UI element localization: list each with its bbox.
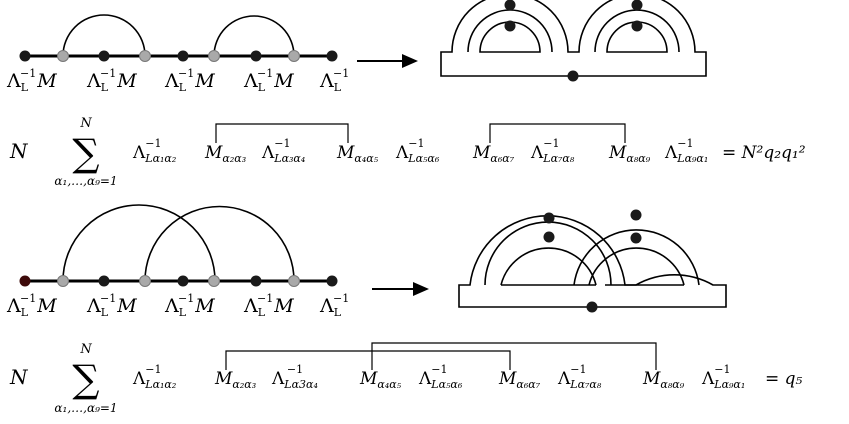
chain-label: ΛL−1M: [164, 67, 215, 94]
top-chain-nodes: [19, 50, 338, 62]
top-arc-1: [62, 14, 146, 57]
factor-lambda: ΛLα₅α₆−1: [418, 363, 463, 391]
factor-m: Mα₄α₅: [336, 143, 379, 165]
bottom-arrow-head: [413, 282, 429, 296]
bottom-arc-2: [144, 205, 295, 282]
factor-m: Mα₆α₇: [472, 143, 515, 165]
chain-node-m: [208, 50, 220, 62]
sum-sign: ∑: [72, 357, 99, 401]
chain-label: ΛL−1M: [243, 67, 294, 94]
ribbon-arc-2-inner: [573, 229, 700, 286]
ribbon-loop-2: [588, 247, 685, 286]
top-equation: N N ∑ α₁,…,α₉=1 ΛLα₁α₂−1 Mα₂α₃ ΛLα₃α₄−1 Mα₄…: [9, 116, 806, 188]
factor-lambda: ΛLα₇α₈−1: [557, 363, 602, 391]
ribbon-node: [631, 20, 643, 32]
factor-m: Mα₆α₇: [498, 369, 541, 391]
eq-rhs: = N²q₂q₁²: [722, 143, 806, 163]
top-chain-labels: ΛL−1M ΛL−1M ΛL−1M ΛL−1M ΛL−1: [6, 67, 349, 94]
ribbon-node: [543, 212, 555, 224]
sum-upper: N: [79, 342, 92, 357]
chain-node-lambda: [177, 50, 189, 62]
factor-m: Mα₂α₃: [214, 369, 256, 391]
chain-node-lambda: [250, 275, 262, 287]
eq-rhs: = q₅: [765, 369, 803, 389]
ribbon-outline: [440, 0, 707, 77]
chain-label: ΛL−1M: [6, 292, 57, 319]
chain-node-m: [57, 275, 69, 287]
chain-node-lambda: [326, 50, 338, 62]
eq-prefix: N: [9, 139, 29, 163]
factor-m: Mα₈α₉: [608, 143, 651, 165]
factor-lambda: ΛLα3α₄−1: [271, 363, 318, 391]
factor-lambda: ΛLα₁α₂−1: [132, 137, 176, 165]
factor-lambda: ΛLα₁α₂−1: [132, 363, 176, 391]
ribbon-loop-1: [500, 247, 597, 286]
chain-label: ΛL−1M: [86, 67, 137, 94]
ribbon-node: [567, 70, 579, 82]
factor-lambda: ΛLα₉α₁−1: [701, 363, 745, 391]
bottom-chain-nodes: [19, 275, 338, 287]
ribbon-node: [586, 301, 598, 313]
sum-lower: α₁,…,α₉=1: [54, 174, 117, 188]
contraction-bracket: [225, 350, 511, 370]
chain-node-m: [288, 275, 300, 287]
chain-label: ΛL−1: [319, 292, 349, 319]
chain-node-m: [288, 50, 300, 62]
chain-node-lambda: [177, 275, 189, 287]
bottom-ribbon-graph: [458, 215, 727, 308]
contraction-bracket: [489, 123, 626, 143]
chain-node-m: [139, 275, 151, 287]
bottom-chain: ΛL−1M ΛL−1M ΛL−1M ΛL−1M ΛL−1: [6, 204, 349, 319]
eq-prefix: N: [9, 365, 29, 389]
ribbon-node: [504, 0, 516, 11]
chain-label: ΛL−1M: [243, 292, 294, 319]
chain-label: ΛL−1M: [86, 292, 137, 319]
chain-node-m: [57, 50, 69, 62]
factor-lambda: ΛLα₇α₈−1: [530, 137, 575, 165]
ribbon-node: [543, 231, 555, 243]
ribbon-node: [630, 232, 642, 244]
ribbon-outline: [458, 215, 727, 308]
chain-node-lambda: [326, 275, 338, 287]
top-chain: ΛL−1M ΛL−1M ΛL−1M ΛL−1M ΛL−1: [6, 14, 349, 94]
eq-factors: ΛLα₁α₂−1 Mα₂α₃ ΛLα3α₄−1 Mα₄α₅ ΛLα₅α₆−1 Mα₆α₇ Λ…: [132, 363, 745, 391]
chain-node-m: [208, 275, 220, 287]
ribbon-node: [504, 20, 516, 32]
sum-upper: N: [79, 116, 92, 131]
chain-label: ΛL−1M: [6, 67, 57, 94]
chain-label: ΛL−1: [319, 67, 349, 94]
chain-node-lambda: [250, 50, 262, 62]
bottom-chain-labels: ΛL−1M ΛL−1M ΛL−1M ΛL−1M ΛL−1: [6, 292, 349, 319]
top-arc-2: [213, 15, 295, 57]
factor-lambda: ΛLα₉α₁−1: [664, 137, 708, 165]
chain-node-m: [139, 50, 151, 62]
chain-node-lambda: [98, 275, 110, 287]
factor-lambda: ΛLα₅α₆−1: [395, 137, 440, 165]
factor-lambda: ΛLα₃α₄−1: [261, 137, 305, 165]
sum-sign: ∑: [72, 131, 99, 175]
chain-label: ΛL−1M: [164, 292, 215, 319]
chain-node-lambda: [19, 275, 31, 287]
ribbon-node: [631, 0, 643, 11]
chain-node-lambda: [98, 50, 110, 62]
ribbon-node: [630, 209, 642, 221]
contraction-bracket: [215, 123, 349, 143]
top-ribbon-graph: [440, 0, 707, 77]
eq-factors: ΛLα₁α₂−1 Mα₂α₃ ΛLα₃α₄−1 Mα₄α₅ ΛLα₅α₆−1 Mα₆α₇ Λ…: [132, 137, 708, 165]
factor-m: Mα₂α₃: [204, 143, 246, 165]
sum-lower: α₁,…,α₉=1: [54, 401, 117, 415]
bottom-arc-1: [62, 204, 216, 282]
contraction-bracket: [371, 342, 657, 370]
factor-m: Mα₄α₅: [359, 369, 402, 391]
chain-node-lambda: [19, 50, 31, 62]
factor-m: Mα₈α₉: [642, 369, 685, 391]
top-arrow-head: [402, 54, 418, 68]
bottom-equation: N N ∑ α₁,…,α₉=1 ΛLα₁α₂−1 Mα₂α₃ ΛLα3α₄−1 Mα₄…: [9, 342, 803, 415]
